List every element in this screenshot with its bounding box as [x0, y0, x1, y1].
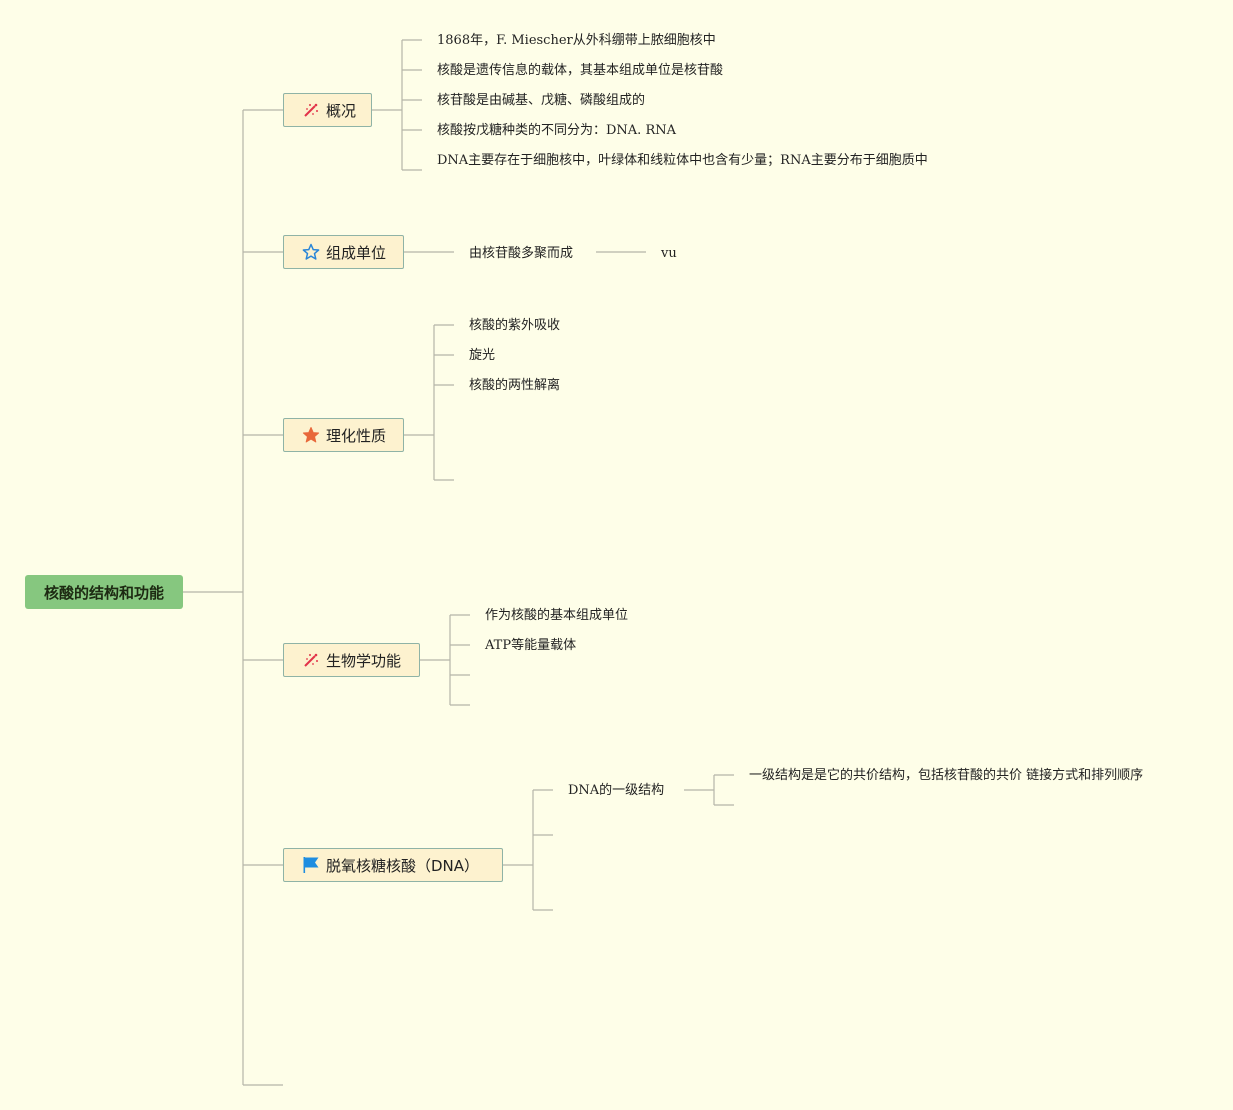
topic-label: 概况 — [326, 101, 357, 120]
topic-composition-unit[interactable]: 组成单位 — [283, 235, 404, 269]
topic-overview[interactable]: 概况 — [283, 93, 372, 127]
list-item[interactable]: 一级结构是是它的共价结构，包括核苷酸的共价 链接方式和排列顺序 — [749, 768, 1144, 783]
list-item[interactable]: 作为核酸的基本组成单位 — [485, 608, 629, 623]
list-item[interactable]: 旋光 — [469, 348, 496, 363]
list-item[interactable]: 核酸的紫外吸收 — [469, 318, 561, 333]
list-item[interactable]: 由核苷酸多聚而成 — [469, 246, 574, 261]
list-item[interactable]: vu — [661, 246, 677, 261]
topic-label: 脱氧核糖核酸（DNA） — [326, 856, 480, 875]
flag-icon — [302, 856, 320, 874]
magic-wand-icon — [302, 651, 320, 669]
list-item[interactable]: ATP等能量载体 — [485, 638, 577, 653]
list-item[interactable]: DNA主要存在于细胞核中，叶绿体和线粒体中也含有少量；RNA主要分布于细胞质中 — [437, 153, 928, 168]
list-item[interactable]: 核苷酸是由碱基、戊糖、磷酸组成的 — [437, 93, 646, 108]
list-item[interactable]: 核酸是遗传信息的载体，其基本组成单位是核苷酸 — [437, 63, 724, 78]
magic-wand-icon — [302, 101, 320, 119]
topic-label: 理化性质 — [326, 426, 387, 445]
topic-dna[interactable]: 脱氧核糖核酸（DNA） — [283, 848, 503, 882]
star-outline-icon — [302, 243, 320, 261]
topic-label: 生物学功能 — [326, 651, 402, 670]
list-item[interactable]: 核酸的两性解离 — [469, 378, 561, 393]
list-item[interactable]: 核酸按戊糖种类的不同分为：DNA. RNA — [437, 123, 677, 138]
topic-physicochemical-properties[interactable]: 理化性质 — [283, 418, 404, 452]
list-item[interactable]: DNA的一级结构 — [568, 783, 665, 798]
star-filled-icon — [302, 426, 320, 444]
topic-biological-function[interactable]: 生物学功能 — [283, 643, 420, 677]
topic-label: 组成单位 — [326, 243, 387, 262]
root-topic[interactable]: 核酸的结构和功能 — [25, 575, 183, 609]
list-item[interactable]: 1868年，F. Miescher从外科绷带上脓细胞核中 — [437, 33, 716, 48]
